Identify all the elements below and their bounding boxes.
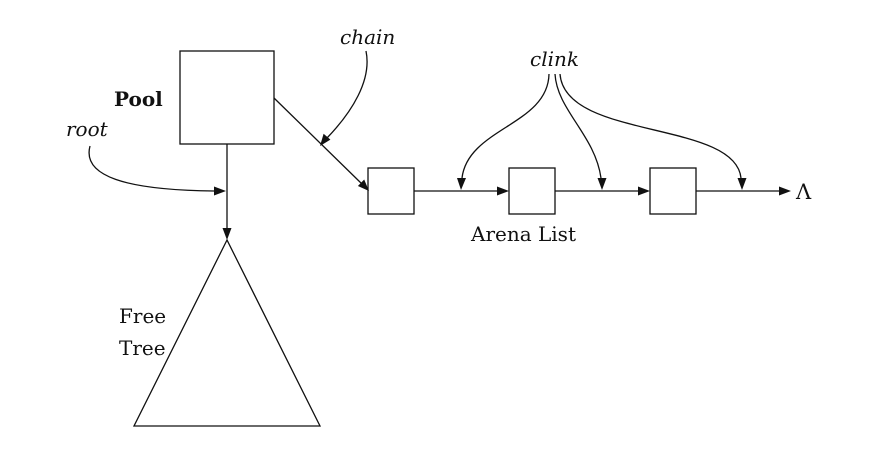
free-tree-triangle bbox=[132, 238, 322, 427]
arena-link-arrowhead bbox=[779, 186, 791, 196]
chain-label: chain bbox=[340, 25, 395, 49]
chain-pointer-curve bbox=[326, 50, 368, 139]
chain-pointer-arrowhead bbox=[320, 133, 331, 146]
clink-pointer-curve bbox=[554, 73, 602, 179]
root-pointer-curve bbox=[88, 145, 215, 192]
root-label: root bbox=[66, 117, 109, 141]
clink-label: clink bbox=[530, 47, 579, 71]
pool-label: Pool bbox=[114, 87, 163, 111]
pool-to-tree-arrowhead bbox=[222, 228, 232, 240]
pool-box bbox=[179, 50, 275, 145]
clink-pointer-arrowhead bbox=[597, 178, 607, 190]
arena-link-arrowhead bbox=[638, 186, 650, 196]
list-terminator-label: Λ bbox=[795, 180, 812, 204]
clink-pointer-curve bbox=[559, 73, 742, 179]
arena-link-arrowhead bbox=[497, 186, 509, 196]
arena-box bbox=[649, 167, 697, 215]
clink-pointer-arrowhead bbox=[737, 178, 747, 190]
clink-pointer-curve bbox=[461, 73, 550, 179]
clink-pointer-arrowhead bbox=[457, 178, 466, 190]
root-pointer-arrowhead bbox=[214, 186, 226, 196]
free-tree-label-line1: Free bbox=[119, 304, 166, 328]
arena-list-label: Arena List bbox=[470, 222, 576, 246]
free-tree-label-line2: Tree bbox=[119, 336, 166, 360]
arena-box bbox=[508, 167, 556, 215]
pool-to-arena-line bbox=[273, 97, 363, 185]
pool-to-arena-arrowhead bbox=[357, 179, 369, 191]
arena-box bbox=[367, 167, 415, 215]
